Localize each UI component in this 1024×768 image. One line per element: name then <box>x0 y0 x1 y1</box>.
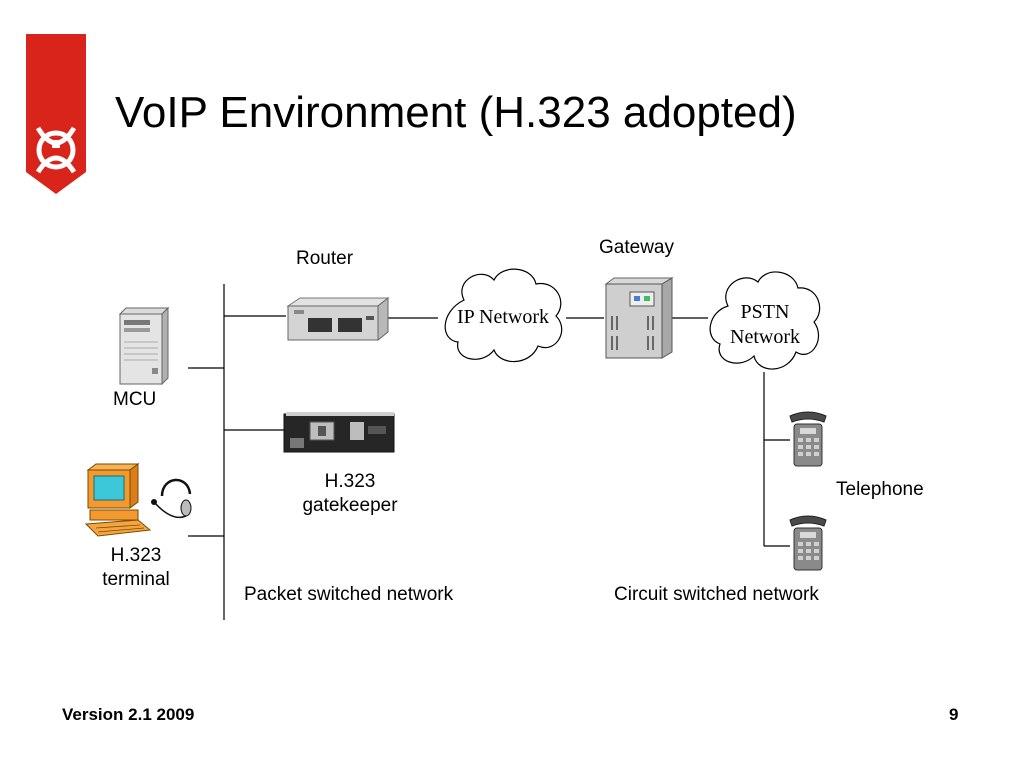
pstn-label: PSTN Network <box>704 300 826 350</box>
headset-icon <box>151 478 192 519</box>
pstn-label-line1: PSTN <box>740 301 790 323</box>
terminal-label-line1: H.323 <box>110 545 162 566</box>
telephone-icon <box>789 411 827 467</box>
router-label: Router <box>296 248 354 269</box>
mcu-server-icon <box>118 306 170 386</box>
pstn-label-line2: Network <box>730 326 800 348</box>
telephone-label: Telephone <box>836 479 924 500</box>
terminal-label-line2: terminal <box>102 569 170 590</box>
telephone-icon <box>789 515 827 571</box>
gatekeeper-label-line2: gatekeeper <box>302 495 398 516</box>
packet-switched-label: Packet switched network <box>244 584 454 605</box>
university-logo-icon <box>26 34 86 194</box>
pstn-cloud-icon <box>709 271 821 370</box>
page-number: 9 <box>949 705 959 724</box>
terminal-label: H.323 terminal <box>84 544 188 592</box>
ip-network-cloud-icon <box>444 268 563 363</box>
gatekeeper-label: H.323 gatekeeper <box>280 470 420 518</box>
circuit-switched-label: Circuit switched network <box>614 584 819 605</box>
gatekeeper-icon <box>283 412 395 453</box>
gateway-icon <box>604 277 674 359</box>
slide-title: VoIP Environment (H.323 adopted) <box>115 88 797 137</box>
footer-version: Version 2.1 2009 <box>62 705 195 724</box>
gatekeeper-label-line1: H.323 <box>324 471 376 492</box>
router-icon <box>286 296 390 342</box>
computer-terminal-icon <box>84 463 152 537</box>
gateway-label: Gateway <box>599 237 674 258</box>
ip-network-label: IP Network <box>456 306 550 328</box>
mcu-label: MCU <box>113 389 157 410</box>
